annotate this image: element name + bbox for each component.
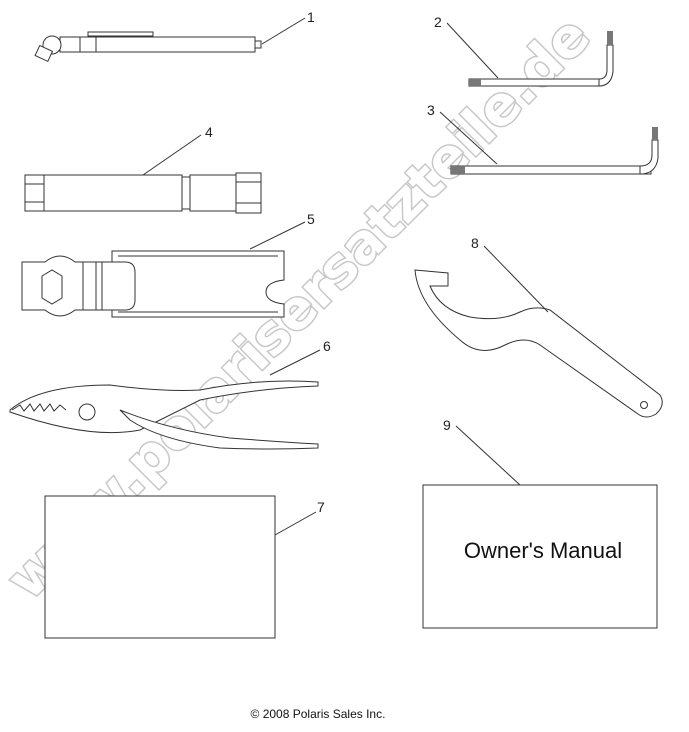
callout-8: 8 xyxy=(471,235,479,251)
callout-2: 2 xyxy=(434,14,442,30)
callout-6: 6 xyxy=(323,338,331,354)
part-8-spanner-wrench: 8 xyxy=(414,235,663,418)
owners-manual-label: Owner's Manual xyxy=(464,538,622,563)
callout-4: 4 xyxy=(205,124,213,140)
copyright: © 2008 Polaris Sales Inc. xyxy=(251,707,386,721)
callout-9: 9 xyxy=(443,417,451,433)
part-1-tire-gauge: 1 xyxy=(34,9,315,63)
callout-1: 1 xyxy=(307,9,315,25)
part-7-card: 7 xyxy=(44,495,325,639)
callout-3: 3 xyxy=(427,102,435,118)
callout-7: 7 xyxy=(317,499,325,515)
part-6-pliers: 6 xyxy=(9,338,331,450)
part-4-socket-tool: 4 xyxy=(24,124,262,214)
part-9-owners-manual: Owner's Manual 9 xyxy=(422,417,658,629)
part-5-spark-plug-wrench: 5 xyxy=(21,211,315,318)
callout-5: 5 xyxy=(307,211,315,227)
part-3-hex-key: 3 xyxy=(427,102,659,175)
part-2-hex-key: 2 xyxy=(434,14,614,87)
